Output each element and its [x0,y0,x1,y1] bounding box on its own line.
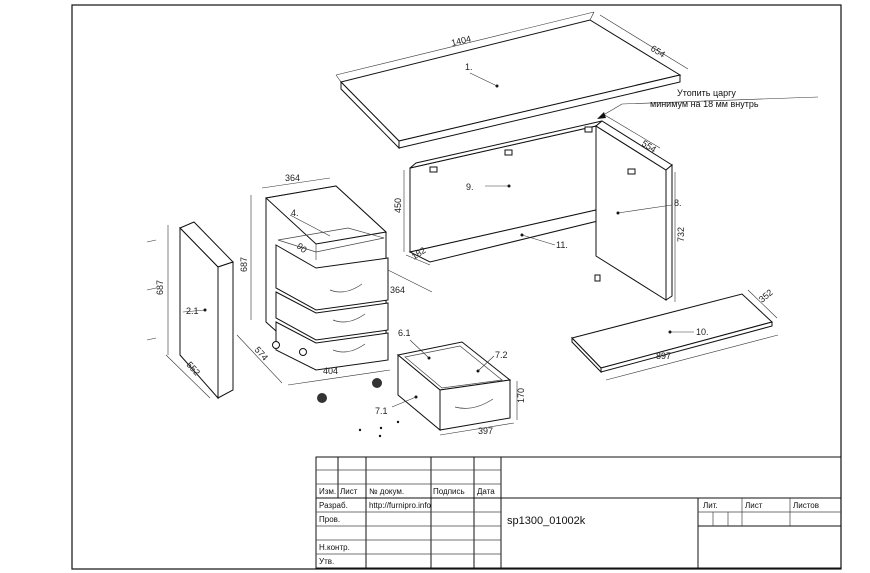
tb-col-list: Лист [340,487,358,496]
dim-side-height: 732 [676,227,686,242]
tb-utv: Утв. [319,557,334,566]
note-line-1: Утопить царгу [677,88,736,98]
label-part-9: 9. [466,182,474,192]
drawer-part [358,339,518,438]
dim-shelf-depth: 352 [757,287,775,304]
label-part-7-2: 7.2 [495,350,508,360]
dim-cabinet-width: 364 [285,173,300,183]
left-side-part [146,221,234,400]
dim-cabinet-depth: 364 [390,285,405,295]
drawing-frame [71,4,842,570]
tb-col-izm: Изм. [319,487,336,496]
tb-col-doc: № докум. [369,487,404,496]
tb-document-code: sp1300_01002k [507,515,586,527]
label-part-2-1: 2.1 [186,306,199,316]
label-part-6-1: 6.1 [398,328,411,338]
dim-inner-90: 90 [295,241,309,255]
note-line-2: минимум на 18 мм внутрь [650,99,759,109]
tb-col-date: Дата [477,487,495,496]
dim-cabinet-height: 687 [239,257,249,272]
tb-razrab: Разраб. [319,501,348,510]
dim-back-height: 450 [393,198,403,213]
tb-razrab-value: http://furnipro.info [369,501,432,510]
dim-top-length: 1404 [450,34,472,48]
dim-shelf-length: 897 [656,351,671,361]
tb-prov: Пров. [319,515,340,524]
pedestal-cabinet-part [236,177,433,403]
tabletop-part [335,11,689,150]
desk-frame-part [403,96,819,302]
dim-base-404: 404 [323,366,338,376]
label-part-1: 1. [465,62,473,72]
label-part-7-1: 7.1 [375,406,388,416]
label-part-4: 4. [291,208,299,218]
tb-listov: Листов [793,501,819,510]
dim-drawer-width: 397 [478,426,493,436]
dim-drawer-height: 170 [516,388,526,403]
tb-col-sign: Подпись [433,487,465,496]
tb-lit: Лит. [703,501,718,510]
label-part-11: 11. [556,240,568,250]
tb-nkontr: Н.контр. [319,543,350,552]
title-block [315,456,842,569]
dim-base-574: 574 [253,345,270,363]
shelf-part [571,289,779,381]
label-part-8: 8. [674,198,682,208]
dim-left-side-height: 687 [155,280,165,295]
tb-list: Лист [745,501,763,510]
label-part-10: 10. [696,327,709,337]
